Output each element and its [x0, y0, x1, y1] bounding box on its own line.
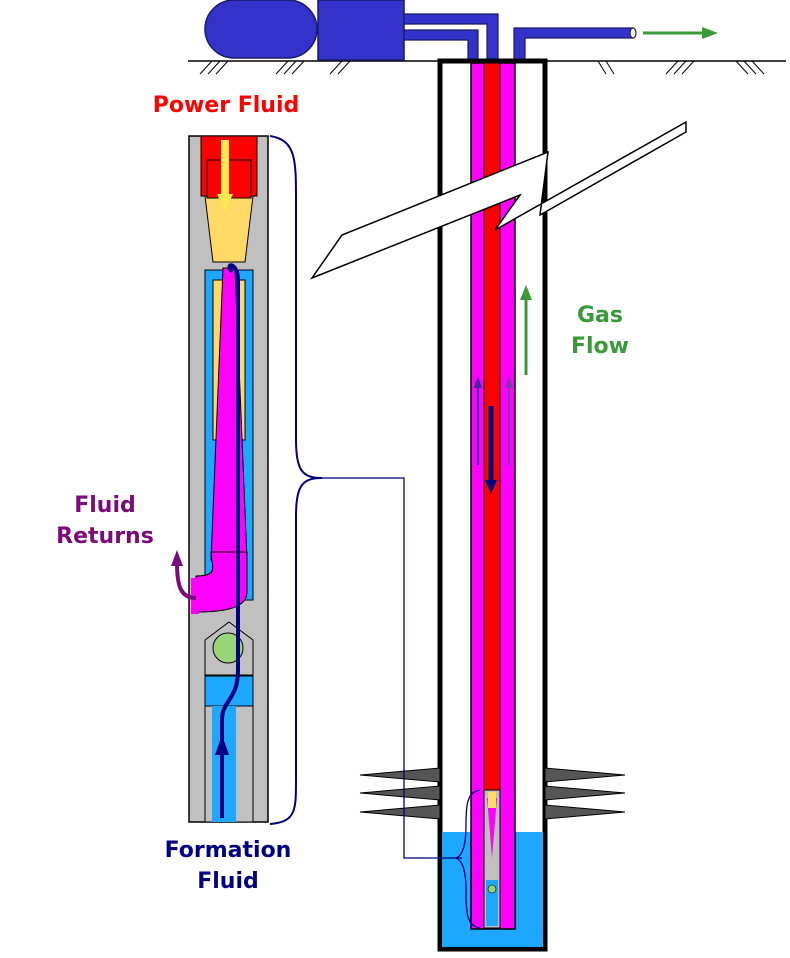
surface-tank-icon: [204, 0, 318, 59]
pump-detail: [171, 135, 269, 823]
formation-fluid-line-1: Formation: [164, 838, 292, 863]
surface-pump-icon: [317, 0, 405, 61]
power-fluid-text: Power Fluid: [152, 93, 300, 118]
detail-leader: [322, 477, 462, 859]
detail-small-bracket: [453, 789, 481, 929]
break-marker: [309, 120, 687, 280]
gas-flow-arrow-icon: [643, 27, 718, 39]
gas-up-arrow: [520, 285, 532, 375]
formation-fluid-line-2: Fluid: [197, 869, 259, 894]
power-fluid-tubing: [483, 62, 501, 930]
gas-flow-line-2: Flow: [570, 334, 629, 359]
power-fluid-label: Power Fluid: [138, 90, 314, 121]
formation-fluid-label: Formation Fluid: [148, 835, 308, 897]
perforation-icon: [359, 767, 626, 820]
downhole-pump-small: [483, 789, 501, 929]
gas-flow-line-1: Gas: [577, 303, 623, 328]
fluid-returns-line-2: Returns: [56, 524, 154, 549]
surface-piping: [403, 13, 637, 63]
fluid-returns-line-1: Fluid: [74, 493, 136, 518]
gas-flow-label: Gas Flow: [552, 300, 648, 362]
fluid-returns-label: Fluid Returns: [40, 490, 170, 552]
well-flow-arrows: [474, 376, 513, 494]
detail-bracket: [269, 135, 323, 825]
